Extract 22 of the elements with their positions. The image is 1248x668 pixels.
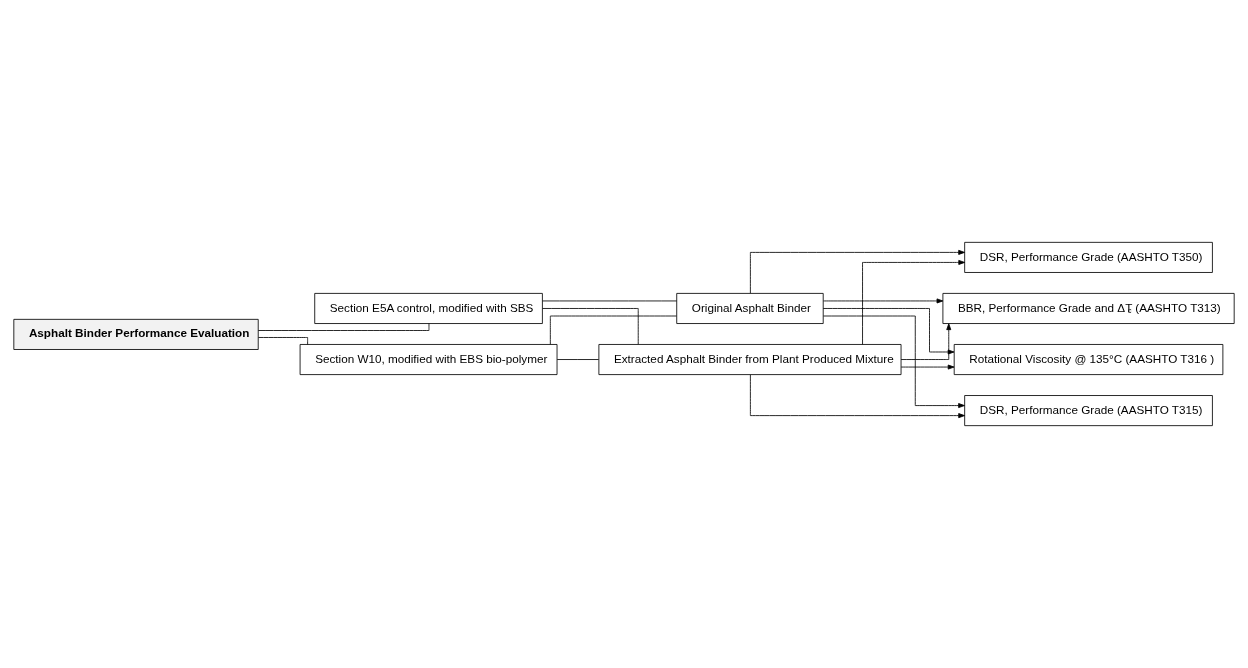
node-box: Extracted Asphalt Binder from Plant Produced Mixture [598, 344, 902, 375]
arrow [749, 249, 965, 294]
arrow [822, 308, 955, 355]
node-box: DSR, Performance Grade (AASHTO T350) [964, 241, 1213, 273]
arrow [823, 315, 965, 409]
node-box: Original Asphalt Binder [676, 293, 824, 324]
node-box: Rotational Viscosity @ 135°C (AASHTO T316 ) [953, 344, 1224, 375]
arrow [900, 323, 952, 360]
arrow [823, 298, 944, 304]
connector [556, 359, 600, 360]
connector [549, 315, 677, 345]
arrow [862, 259, 966, 345]
node-box: DSR, Performance Grade (AASHTO T315) [964, 395, 1213, 427]
node-box: Section E5A control, modified with SBS [314, 293, 543, 324]
node-box: Section W10, modified with EBS bio-polymer [299, 344, 558, 375]
connector [257, 323, 430, 331]
arrow [749, 374, 965, 419]
connector [542, 300, 678, 302]
connector [542, 308, 639, 345]
arrow [900, 364, 955, 370]
connector [258, 337, 309, 345]
node-box: Asphalt Binder Performance Evaluation [13, 318, 259, 350]
